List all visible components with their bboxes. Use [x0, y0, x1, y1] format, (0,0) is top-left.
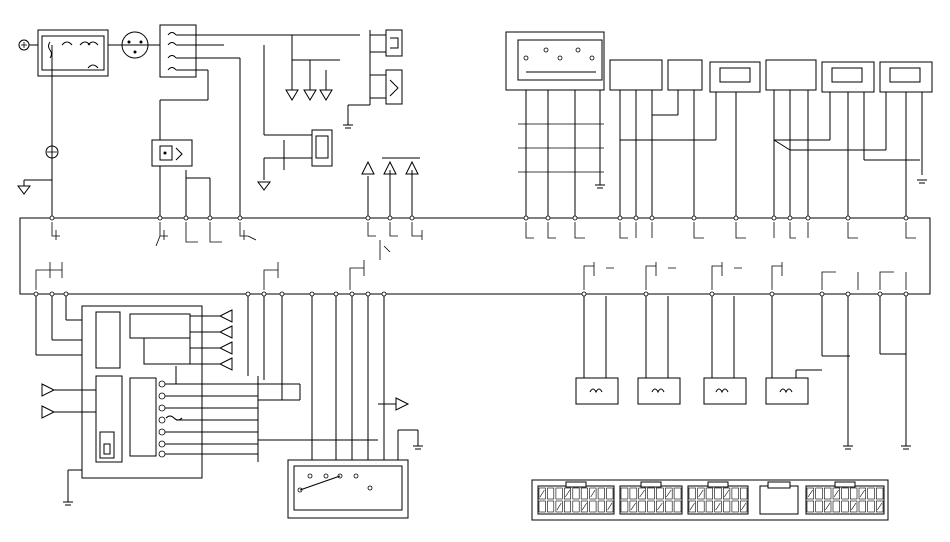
ecu-connector-face	[531, 479, 889, 521]
connector-pin	[731, 500, 739, 513]
solenoid-icon	[637, 377, 681, 405]
connector-pin	[705, 500, 713, 513]
transistor-icon	[35, 260, 907, 290]
connector-pin	[731, 487, 739, 500]
connector-pin	[629, 487, 638, 500]
connector-pin	[697, 500, 705, 513]
ground-icon	[843, 445, 911, 450]
connector-pin	[849, 487, 858, 500]
selector-switch-box	[287, 459, 409, 519]
connector-pin	[538, 500, 546, 513]
connector-pin	[589, 500, 597, 513]
connector-icon	[709, 61, 761, 93]
connector-pin	[714, 487, 722, 500]
connector-pin	[647, 487, 655, 500]
ground-icon	[257, 181, 271, 191]
battery-positive-icon	[18, 39, 30, 51]
connector-pin	[547, 487, 555, 500]
ground-icon	[17, 185, 31, 195]
sensor-triangle-icons	[41, 383, 56, 419]
top-middle-section	[248, 29, 420, 220]
connector-icon	[667, 59, 703, 91]
connector-icon	[765, 59, 817, 91]
connector-pin	[806, 500, 814, 513]
connector-icon	[609, 59, 663, 91]
connector-pin	[688, 487, 696, 500]
connector-pin	[673, 500, 682, 513]
connector-pin	[740, 487, 748, 500]
control-unit-box	[81, 305, 203, 479]
battery-power-section	[17, 24, 278, 220]
ground-icon	[63, 501, 73, 506]
connector-pin	[597, 487, 605, 500]
connector-pin	[620, 487, 629, 500]
switch-icon	[385, 29, 403, 57]
fuse-box	[37, 29, 109, 77]
distributor-box	[505, 31, 605, 91]
ignition-switch	[121, 31, 149, 59]
connector-pin	[597, 500, 605, 513]
connector-pin	[832, 500, 840, 513]
connector-pin	[606, 487, 614, 500]
connector-pin	[867, 500, 875, 513]
connector-icon	[821, 61, 875, 93]
connector-pin	[815, 487, 823, 500]
connector-pin	[555, 487, 563, 500]
injector-triangle-icons	[285, 89, 333, 101]
output-triangle-icons	[218, 309, 233, 371]
connector-pin	[572, 487, 580, 500]
solenoid-icon	[765, 377, 809, 405]
connector-pin	[638, 500, 646, 513]
main-relay-box	[159, 24, 197, 78]
bottom-right-section	[575, 296, 911, 450]
connector-icon	[879, 61, 933, 93]
fuse-icon	[99, 431, 115, 459]
connector-pin	[563, 500, 571, 513]
switch-icon	[385, 69, 403, 105]
ecu-block	[19, 215, 931, 297]
connector-pin	[547, 500, 555, 513]
fuse-icon	[45, 145, 59, 159]
solenoid-icon	[575, 377, 619, 405]
connector-pin	[647, 500, 655, 513]
ground-icon	[595, 184, 605, 189]
connector-pin	[656, 487, 664, 500]
solenoid-icon	[703, 377, 747, 405]
ground-icon	[413, 445, 423, 450]
bottom-middle-section	[258, 296, 423, 519]
connector-pin	[867, 487, 875, 500]
ecu-top-pins	[49, 215, 909, 221]
transistor-icon	[51, 222, 916, 260]
connector-pin	[815, 500, 823, 513]
ground-icon	[917, 179, 927, 184]
connector-pin	[580, 487, 588, 500]
ecu-outline	[19, 217, 931, 295]
ground-icon	[343, 124, 353, 129]
connector-pin	[875, 487, 884, 500]
connector-pin	[841, 487, 849, 500]
top-right-section	[505, 31, 933, 220]
connector-pin	[673, 487, 682, 500]
sensor-triangle-icons	[361, 160, 419, 175]
connector-pin	[705, 487, 713, 500]
solenoid-icon	[311, 129, 333, 167]
output-triangle-icons	[395, 397, 410, 411]
bottom-left-section	[35, 296, 301, 506]
connector-pin	[722, 500, 731, 513]
connector-pin	[664, 500, 673, 513]
connector-pin	[858, 500, 866, 513]
connector-pin	[841, 500, 849, 513]
connector-pin	[823, 487, 832, 500]
connector-pin	[620, 500, 629, 513]
connector-pin	[572, 500, 580, 513]
